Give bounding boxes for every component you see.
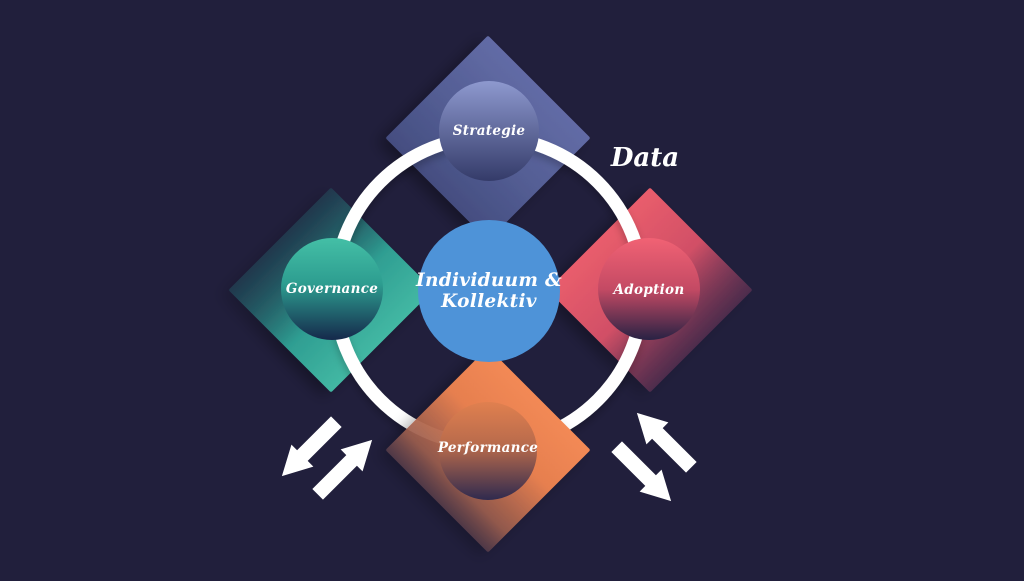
strategie-node[interactable]	[439, 81, 539, 181]
governance-label: Governance	[286, 281, 378, 297]
governance-node[interactable]	[281, 238, 383, 340]
performance-node[interactable]	[439, 402, 537, 500]
strategie-label: Strategie	[453, 123, 526, 139]
center-node[interactable]	[418, 220, 560, 362]
data-annotation-label: Data	[610, 143, 679, 173]
adoption-node[interactable]	[598, 238, 700, 340]
adoption-label: Adoption	[612, 282, 685, 298]
center-node-label-line1: Individuum &	[415, 270, 562, 291]
performance-label: Performance	[437, 440, 538, 456]
center-node-label-line2: Kollektiv	[440, 291, 537, 312]
